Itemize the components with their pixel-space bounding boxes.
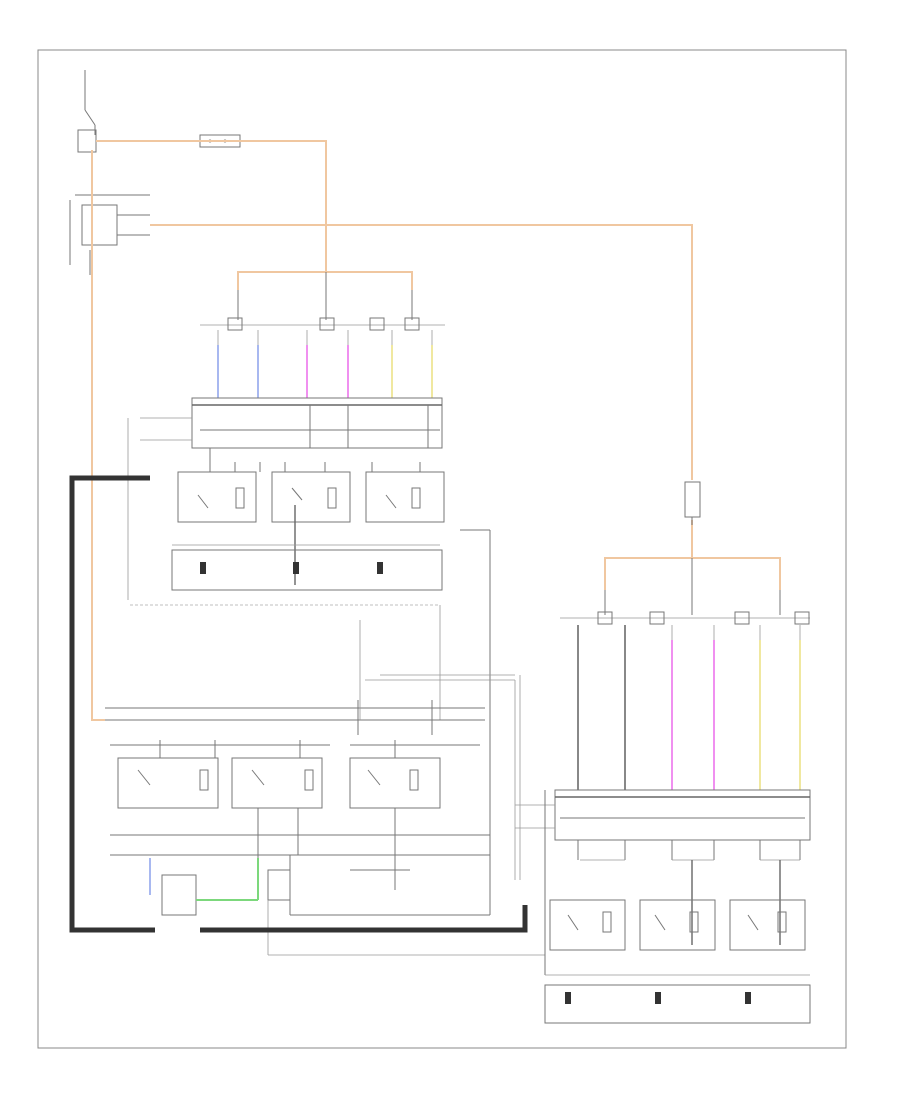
passenger-colored-wires (577, 625, 801, 790)
driver-motors (130, 529, 491, 915)
passenger-seat-switch (514, 675, 811, 975)
driver-motor-relays (172, 448, 445, 585)
ground-wire-right (200, 905, 528, 933)
driver-breaker-connectors (200, 272, 445, 331)
ground-wire-left (69, 475, 155, 933)
power-supply-block (69, 70, 241, 275)
driver-seat-switch (127, 397, 443, 600)
passenger-motor-relays (545, 899, 810, 976)
passenger-motors (544, 984, 811, 1024)
orange-feed-wires (91, 140, 781, 721)
passenger-lumbar-connector (684, 481, 701, 525)
ground-wires (69, 475, 528, 933)
lower-relay-module (149, 855, 545, 956)
driver-colored-wires (217, 330, 433, 398)
wire-orange-main-vertical (91, 150, 105, 721)
diagram-border (37, 49, 847, 1049)
passenger-breaker-connectors (560, 558, 810, 625)
wire-orange-driver-feed (96, 140, 327, 272)
wire-orange-driver-bus (237, 271, 413, 290)
wire-orange-passenger-feed (150, 224, 693, 480)
power-seat-control-module (105, 620, 515, 900)
